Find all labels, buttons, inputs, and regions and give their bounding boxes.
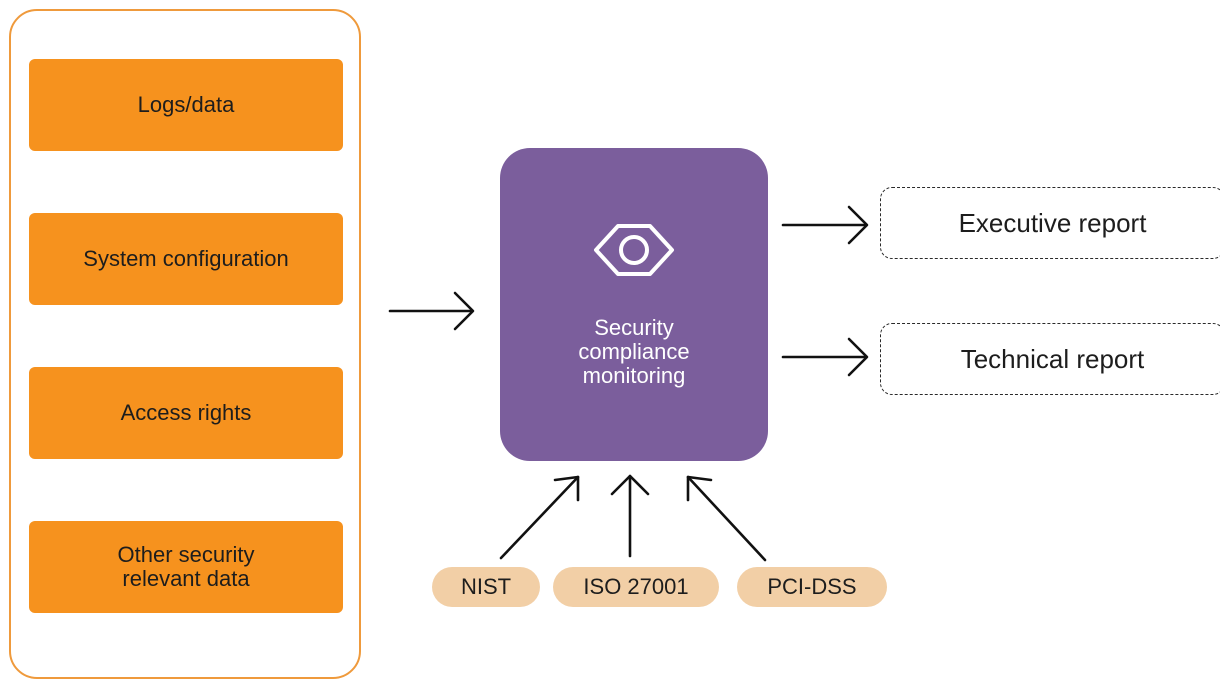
arrow-to-technical-report xyxy=(781,337,869,377)
arrow-nist-to-core xyxy=(499,475,580,560)
input-access-rights-label: Access rights xyxy=(120,399,252,425)
standard-iso-27001-label: ISO 27001 xyxy=(583,574,689,599)
arrow-iso-to-core xyxy=(610,474,650,558)
eye-icon xyxy=(594,224,674,276)
standard-nist: NIST xyxy=(432,567,540,607)
arrow-to-executive-report xyxy=(781,205,869,245)
input-system-configuration-label: System configuration xyxy=(83,245,289,271)
technical-report-box: Technical report xyxy=(880,323,1220,395)
arrow-pci-to-core xyxy=(686,475,767,562)
input-logs-data-label: Logs/data xyxy=(137,91,235,117)
core-label: Security compliance monitoring xyxy=(578,315,690,388)
technical-report-label: Technical report xyxy=(960,343,1145,374)
input-other-security-data-label: Other security relevant data xyxy=(117,541,255,591)
standard-pci-dss-label: PCI-DSS xyxy=(767,574,857,599)
executive-report-label: Executive report xyxy=(958,207,1147,238)
standard-pci-dss: PCI-DSS xyxy=(737,567,887,607)
arrow-inputs-to-core xyxy=(388,291,475,331)
connector-arrows xyxy=(388,205,869,562)
input-system-configuration: System configuration xyxy=(29,213,343,305)
standard-iso-27001: ISO 27001 xyxy=(553,567,719,607)
standard-nist-label: NIST xyxy=(460,574,512,599)
executive-report-box: Executive report xyxy=(880,187,1220,259)
security-compliance-monitoring-box: Security compliance monitoring xyxy=(500,148,768,461)
input-other-security-data: Other security relevant data xyxy=(29,521,343,613)
input-access-rights: Access rights xyxy=(29,367,343,459)
input-logs-data: Logs/data xyxy=(29,59,343,151)
